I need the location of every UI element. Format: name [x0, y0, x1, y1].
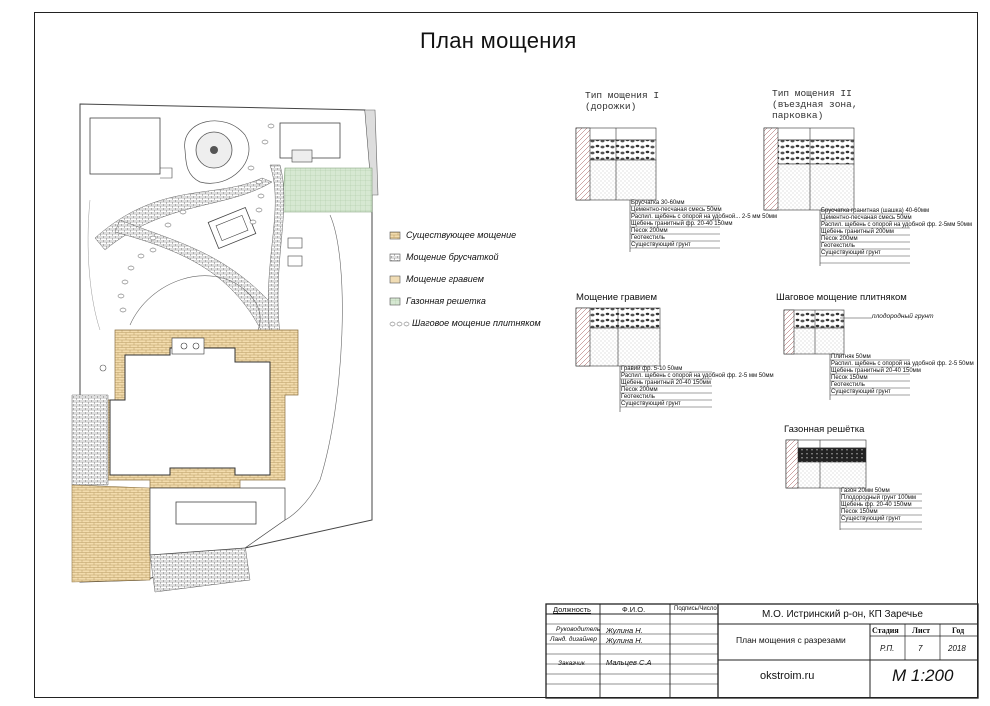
tb-stage: Р.П.: [880, 644, 895, 653]
tb-role-2: Заказчик: [558, 660, 585, 667]
section-step-title: Шаговое мощение плитняком: [776, 292, 907, 303]
section-type1: [575, 127, 657, 252]
section-step: [783, 309, 872, 400]
section-type1-title: Тип мощения I (дорожки): [585, 90, 660, 112]
legend-paver: Мощение брусчаткой: [406, 252, 499, 262]
step-callout: плодородный грунт: [872, 313, 934, 320]
tb-name-2: Мальцев С.А: [606, 658, 652, 667]
tb-col-position: Должность: [553, 605, 591, 614]
tb-name-1: Жулина Н.: [606, 636, 643, 645]
section-grid: [785, 439, 867, 530]
section-gravel: [575, 307, 661, 412]
drawing-frame: [34, 12, 978, 698]
tb-role-0: Руководитель: [556, 626, 601, 633]
tb-role-1: Ланд. дизайнер: [550, 636, 598, 643]
section-gravel-title: Мощение гравием: [576, 292, 657, 303]
tb-scale: М 1:200: [892, 666, 954, 685]
tb-col-name: Ф.И.О.: [622, 605, 646, 614]
legend-existing: Существующее мощение: [406, 230, 517, 240]
page-title: План мощения: [420, 28, 577, 53]
tb-sheet-title: План мощения с разрезами: [736, 635, 846, 645]
tb-project: М.О. Истринский р-он, КП Заречье: [762, 609, 923, 620]
tb-stage-label: Стадия: [872, 626, 899, 635]
tb-name-0: Жулина Н.: [606, 626, 643, 635]
tb-sheet-label: Лист: [912, 626, 931, 635]
legend-gravel: Мощение гравием: [406, 274, 484, 284]
legend-stepping: Шаговое мощение плитняком: [412, 318, 541, 328]
tb-col-sign: Подпись/Число: [674, 606, 717, 612]
section-type2-title: Тип мощения II (въездная зона, парковка): [772, 88, 858, 121]
section-type2: [763, 127, 855, 266]
tb-sheet: 7: [918, 644, 923, 653]
section-grid-title: Газонная решётка: [784, 424, 865, 435]
legend-lawn-grid: Газонная решетка: [406, 296, 486, 306]
tb-year: 2018: [948, 644, 966, 653]
tb-year-label: Год: [952, 626, 965, 635]
tb-site: okstroim.ru: [760, 670, 815, 682]
